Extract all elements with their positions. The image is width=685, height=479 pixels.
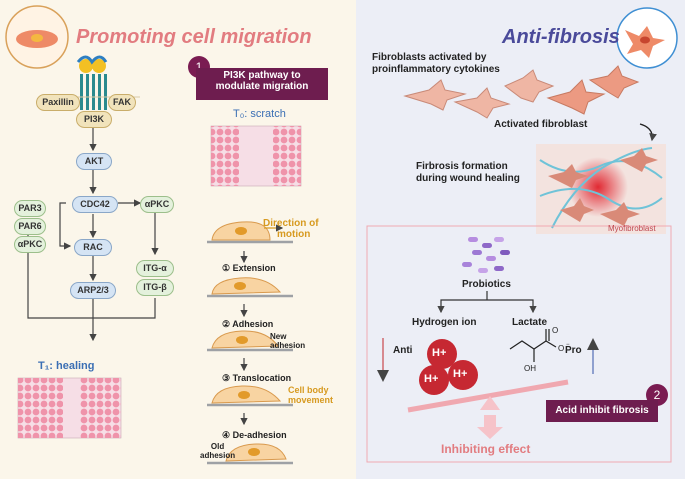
old-adhesion-line1: Old xyxy=(210,442,225,451)
inhibit-arrow xyxy=(477,415,503,439)
cell-body-line2: movement xyxy=(288,395,334,405)
fibroblast-cells xyxy=(403,65,640,119)
direction-line2: motion xyxy=(277,229,311,240)
step-2-label: Adhesion xyxy=(232,319,274,329)
cell-body-label: Cell body movement xyxy=(288,385,333,405)
balance-pivot xyxy=(480,396,500,410)
mechanism-box xyxy=(366,225,672,463)
activated-fibroblast-label: Activated fibroblast xyxy=(494,119,588,130)
step-1-label: Extension xyxy=(232,263,276,273)
formation-line2: during wound healing xyxy=(416,173,520,184)
protein-fak: FAK xyxy=(108,94,136,111)
protein-par3: PAR3 xyxy=(14,200,46,217)
left-title: Promoting cell migration xyxy=(76,26,312,48)
h-ion-3: H+ xyxy=(453,368,468,380)
fibroblast-line2: proinflammatory cytokines xyxy=(372,64,500,75)
receptor-icon xyxy=(60,55,140,110)
step-3-label: Translocation xyxy=(232,373,292,383)
new-adhesion-label: New adhesion xyxy=(270,332,305,350)
banner-line1: PI3K pathway to xyxy=(223,70,301,81)
lactate-label: Lactate xyxy=(512,317,548,328)
myofibroblast-image xyxy=(536,144,666,234)
protein-itga: ITG-α xyxy=(136,260,174,277)
probiotics-label: Probiotics xyxy=(462,279,511,290)
t1-label: T₁: healing xyxy=(38,360,95,372)
step-3: ③ Translocation xyxy=(222,373,291,384)
protein-rac: RAC xyxy=(74,239,112,256)
step-1-num: ① xyxy=(222,263,231,273)
formation-line1: Firbrosis formation xyxy=(416,161,508,172)
migration-steps xyxy=(207,221,293,465)
hydrogen-ion-balls xyxy=(419,339,478,395)
new-adhesion-line2: adhesion xyxy=(270,341,306,350)
protein-apkc-right: αPKC xyxy=(140,196,174,213)
anti-label: Anti xyxy=(393,345,413,356)
protein-cdc42: CDC42 xyxy=(72,196,118,213)
activation-arrow xyxy=(639,123,657,142)
protein-itgb: ITG-β xyxy=(136,279,174,296)
old-adhesion-line2: adhesion xyxy=(200,451,236,460)
probiotics-branch-arrows xyxy=(437,291,537,314)
step-1: ① Extension xyxy=(222,263,276,274)
step-4: ④ De-adhesion xyxy=(222,430,287,441)
lactate-molecule: O O − xyxy=(509,326,570,362)
direction-label: Direction of motion xyxy=(263,218,319,240)
oh-label: OH xyxy=(524,364,536,373)
svg-text:−: − xyxy=(566,342,570,348)
fibroblast-caption: Fibroblasts activated by proinflammatory… xyxy=(372,52,500,76)
cell-body-line1: Cell body xyxy=(288,385,329,395)
protein-paxillin: Paxillin xyxy=(36,94,80,111)
svg-text:O: O xyxy=(552,326,558,335)
hydrogen-ion-label: Hydrogen ion xyxy=(412,317,477,328)
protein-pi3k: PI3K xyxy=(76,111,112,128)
pathway-banner: PI3K pathway to modulate migration xyxy=(196,68,328,100)
h-ion-2: H+ xyxy=(424,373,439,385)
probiotics-icon xyxy=(462,237,510,273)
right-title: Anti-fibrosis xyxy=(502,26,620,48)
inhibiting-effect-label: Inhibiting effect xyxy=(441,442,531,456)
t0-label: T₀: scratch xyxy=(233,108,286,120)
cell-icon xyxy=(5,5,69,69)
fibrosis-formation-label: Firbrosis formation during wound healing xyxy=(416,161,520,185)
old-adhesion-label: Old adhesion xyxy=(200,442,235,460)
acid-banner: Acid inhibit fibrosis xyxy=(546,400,658,422)
step-4-num: ④ xyxy=(222,430,231,440)
fibroblast-icon xyxy=(616,7,678,69)
banner-line2: modulate migration xyxy=(215,81,309,92)
myofibroblast-label: Myofibroblast xyxy=(608,224,656,233)
pathway-arrows xyxy=(27,127,159,342)
svg-text:O: O xyxy=(558,344,564,353)
fibroblast-line1: Fibroblasts activated by xyxy=(372,52,487,63)
step-4-label: De-adhesion xyxy=(232,430,287,440)
pro-label: Pro xyxy=(565,345,582,356)
h-ion-1: H+ xyxy=(432,347,447,359)
step-2: ② Adhesion xyxy=(222,319,273,330)
scratch-assay-t1 xyxy=(17,377,122,439)
protein-akt: AKT xyxy=(76,153,112,170)
step-2-num: ② xyxy=(222,319,231,329)
step-3-num: ③ xyxy=(222,373,231,383)
new-adhesion-line1: New xyxy=(270,332,287,341)
direction-line1: Direction of xyxy=(263,218,319,229)
balance-beam xyxy=(407,379,569,413)
protein-apkc-left: αPKC xyxy=(14,236,46,253)
protein-arp: ARP2/3 xyxy=(70,282,116,299)
scratch-assay-t0 xyxy=(210,125,302,187)
protein-par6: PAR6 xyxy=(14,218,46,235)
